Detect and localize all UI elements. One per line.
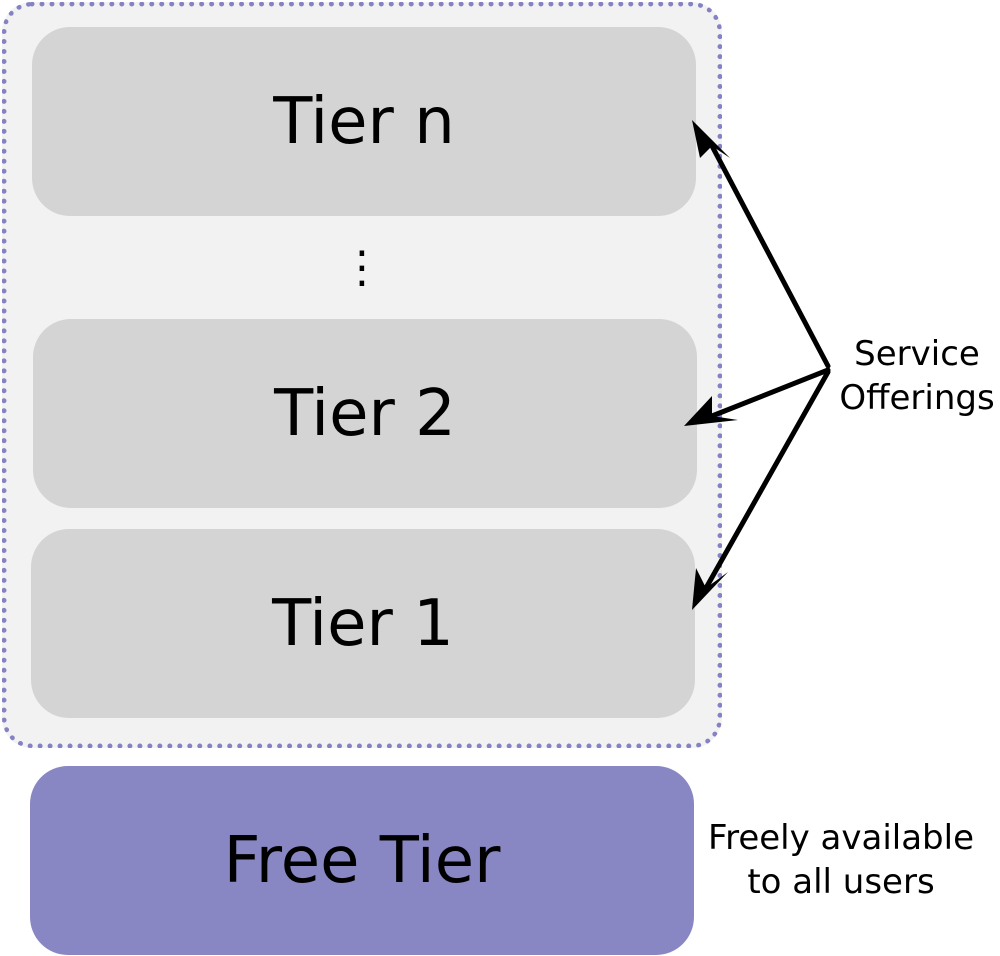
tier-2-label: Tier 2 <box>274 376 456 451</box>
tier-1-box: Tier 1 <box>31 529 695 718</box>
tier-2-box: Tier 2 <box>33 319 697 508</box>
arrow-to-tier-2 <box>709 367 831 419</box>
free-tier-note-line-1: Freely available <box>708 818 974 858</box>
service-offerings-label: Service Offerings <box>832 332 1000 420</box>
free-tier-box: Free Tier <box>30 766 694 955</box>
service-offerings-line-1: Service <box>854 334 980 374</box>
vertical-ellipsis: ⋮ <box>340 242 384 293</box>
free-tier-label: Free Tier <box>223 823 501 898</box>
tier-n-label: Tier n <box>273 84 455 159</box>
arrow-to-tier-n <box>709 143 831 369</box>
free-tier-note: Freely available to all users <box>696 816 986 904</box>
service-offerings-line-2: Offerings <box>839 378 995 418</box>
free-tier-note-line-2: to all users <box>747 862 935 902</box>
arrow-to-tier-1 <box>703 369 831 591</box>
tier-1-label: Tier 1 <box>272 586 454 661</box>
tier-n-box: Tier n <box>32 27 696 216</box>
